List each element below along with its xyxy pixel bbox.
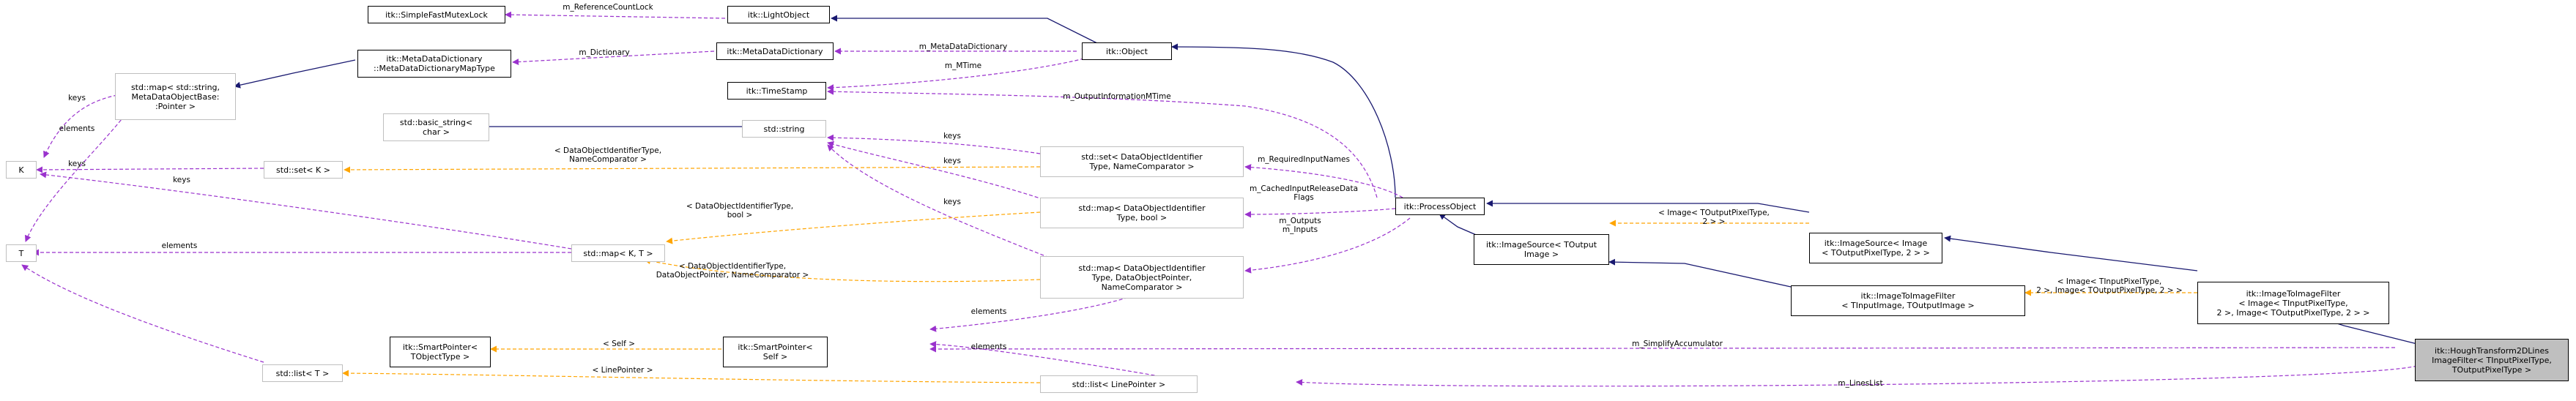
edge-cached-input-release [1244,208,1396,218]
label-reference-count-lock: m_ReferenceCountLock [563,3,653,12]
node-std-map-string[interactable]: std::map< std::string, MetaDataObjectBas… [115,73,236,120]
node-k[interactable]: K [6,161,37,179]
edge-outputs-inputs [1244,217,1411,274]
label-keys-set-k: keys [68,160,86,168]
edge-time-stamp-to-process-object [827,88,1378,198]
node-meta-data-dictionary-map-type[interactable]: itk::MetaDataDictionary ::MetaDataDictio… [357,50,511,78]
node-light-object[interactable]: itk::LightObject [727,6,830,23]
edge-lines-list [1296,365,2418,387]
node-smart-pointer-self[interactable]: itk::SmartPointer< Self > [723,337,828,367]
node-meta-data-dictionary[interactable]: itk::MetaDataDictionary [716,42,834,60]
edge-map-bool-to-map-kt [666,211,1041,244]
node-basic-string[interactable]: std::basic_string< char > [383,113,489,141]
label-keys-map-kt: keys [173,176,190,184]
label-mtime: m_MTime [944,61,982,70]
label-keys-map-pointer: keys [943,198,961,206]
label-set-template-args: < DataObjectIdentifierType, NameComparat… [554,146,662,164]
label-dictionary: m_Dictionary [579,48,630,57]
node-simple-fast-mutex-lock[interactable]: itk::SimpleFastMutexLock [368,6,505,23]
node-object[interactable]: itk::Object [1082,42,1172,60]
label-elements-smart-pointer: elements [970,307,1007,316]
label-image-to-image-args: < Image< TInputPixelType, 2 >, Image< TO… [2036,277,2183,295]
edge-std-map-keys-to-k [43,94,118,158]
edge-list-line-pointer-to-list-t [342,370,1041,383]
node-process-object[interactable]: itk::ProcessObject [1395,198,1485,215]
node-std-string[interactable]: std::string [742,120,826,138]
label-elements-list-line-pointer: elements [970,342,1007,351]
edge-time-stamp-to-object [827,58,1085,91]
label-elements-std-map: elements [59,124,95,133]
node-list-line-pointer[interactable]: std::list< LinePointer > [1040,375,1198,393]
edge-object-to-light-object [831,15,1099,45]
node-set-data-object-identifier[interactable]: std::set< DataObjectIdentifier Type, Nam… [1040,146,1244,177]
edge-list-line-pointer-elements [929,341,1173,379]
label-map-bool-template-args: < DataObjectIdentifierType, bool > [686,202,794,220]
label-keys-map-bool: keys [943,157,961,165]
node-hough-transform-2d-lines[interactable]: itk::HoughTransform2DLines ImageFilter< … [2415,339,2569,381]
edge-map-bool-keys-to-string [827,140,1055,204]
node-list-t[interactable]: std::list< T > [262,364,343,382]
edge-image-to-image-to-image-source-image [1944,235,2198,271]
label-simplify-accumulator: m_SimplifyAccumulator [1632,340,1723,348]
edge-map-pointer-to-map-kt [644,258,1041,282]
edge-light-object-to-mutex [505,11,726,19]
node-smart-pointer-tobject[interactable]: itk::SmartPointer< TObjectType > [390,337,491,367]
edge-map-pointer-keys-to-string [827,144,1055,261]
node-map-k-t[interactable]: std::map< K, T > [571,244,665,262]
edge-list-t-elements-to-t [21,264,264,363]
edge-process-object-to-object [1171,43,1396,198]
label-required-input-names: m_RequiredInputNames [1258,155,1350,164]
edge-simplify-accumulator [929,345,2396,353]
node-set-k[interactable]: std::set< K > [264,161,343,179]
label-line-pointer: < LinePointer > [592,366,653,375]
label-self: < Self > [602,340,636,348]
node-map-identifier-bool[interactable]: std::map< DataObjectIdentifier Type, boo… [1040,198,1244,228]
edge-set-identifier-to-set-k [344,166,1041,173]
edge-image-to-image-template-to-image-source [1608,258,1792,288]
label-lines-list: m_LinesList [1838,379,1883,388]
node-image-source-toutput[interactable]: itk::ImageSource< TOutput Image > [1474,234,1609,265]
label-keys-std-map: keys [68,94,86,102]
label-cached-input-release: m_CachedInputReleaseData Flags [1249,184,1359,202]
node-time-stamp[interactable]: itk::TimeStamp [727,82,826,100]
label-output-information-mtime: m_OutputInformationMTime [1063,92,1171,101]
edge-required-input-names [1244,164,1403,198]
edge-maptype-to-dictionary [512,50,715,66]
edge-image-source-image-to-process-object [1486,200,1810,213]
node-map-identifier-pointer[interactable]: std::map< DataObjectIdentifier Type, Dat… [1040,256,1244,299]
label-elements-map-kt: elements [161,241,198,250]
node-image-source-image[interactable]: itk::ImageSource< Image < TOutputPixelTy… [1809,233,1942,263]
label-map-pointer-template-args: < DataObjectIdentifierType, DataObjectPo… [656,262,809,280]
edge-image-source-toutput-to-process-object [1439,213,1480,237]
label-meta-data-dictionary: m_MetaDataDictionary [918,42,1008,51]
edge-std-map-elements-to-t [24,105,133,242]
edge-set-k-keys-to-k [36,166,264,173]
label-image-source-args: < Image< TOutputPixelType, 2 > > [1658,209,1770,226]
label-outputs-inputs: m_Outputs m_Inputs [1279,217,1321,234]
label-keys-set-identifier: keys [943,132,961,140]
edge-map-kt-keys-to-k [40,171,572,250]
edge-dictionary-maptype-to-std-map [234,59,356,89]
node-image-to-image-filter[interactable]: itk::ImageToImageFilter < Image< TInputP… [2197,282,2389,324]
node-image-to-image-filter-template[interactable]: itk::ImageToImageFilter < TInputImage, T… [1791,285,2025,316]
node-t[interactable]: T [6,244,37,262]
